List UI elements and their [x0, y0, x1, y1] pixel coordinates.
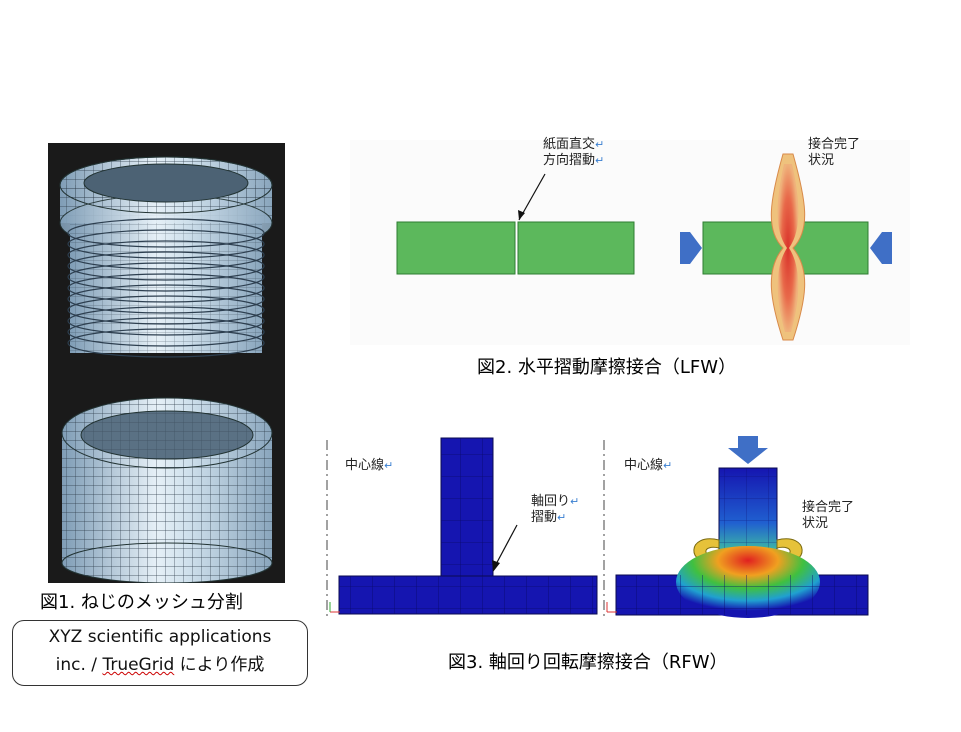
centerline-text-left: 中心線	[345, 458, 385, 473]
lfw-after	[680, 153, 892, 341]
rfw-before	[326, 437, 598, 617]
lfw-drawing	[396, 153, 892, 341]
screw-mesh-image	[48, 143, 285, 583]
lfw-done-line1: 接合完了	[808, 137, 861, 152]
credit-note: XYZ scientific applications inc. / TrueG…	[12, 620, 308, 686]
pointer-arrow	[493, 524, 518, 569]
rfw-after	[603, 436, 869, 618]
return-icon: ↵	[570, 495, 580, 508]
return-icon: ↵	[557, 511, 567, 524]
centerline-text-right: 中心線	[624, 458, 664, 473]
lfw-done-label: 接合完了 状況	[808, 137, 860, 169]
return-icon: ↵	[595, 138, 605, 151]
lfw-motion-line1: 紙面直交	[543, 137, 596, 152]
return-icon: ↵	[663, 459, 673, 472]
credit-prefix: inc. /	[55, 655, 103, 675]
rfw-done-line2: 状況	[802, 516, 829, 531]
figure3-caption: 図3. 軸回り回転摩擦接合（RFW）	[448, 652, 728, 673]
lfw-figure	[350, 140, 910, 345]
rfw-motion-line2: 摺動	[531, 510, 558, 525]
lfw-motion-label: 紙面直交↵ 方向摺動↵	[543, 137, 604, 169]
thread-rings	[67, 218, 265, 358]
lfw-motion-line2: 方向摺動	[543, 153, 596, 168]
figure2-caption: 図2. 水平摺動摩擦接合（LFW）	[477, 357, 737, 378]
push-arrow-down	[728, 436, 768, 464]
lfw-before	[396, 173, 635, 278]
return-icon: ↵	[384, 459, 394, 472]
return-icon: ↵	[595, 154, 605, 167]
nut-cylinder	[61, 397, 273, 583]
rfw-motion-line1: 軸回り	[531, 494, 571, 509]
rfw-centerline-label-left: 中心線↵	[345, 458, 393, 474]
truegrid-brand: TrueGrid	[102, 655, 175, 675]
screw-mesh-drawing	[59, 156, 273, 583]
figure1-caption: 図1. ねじのメッシュ分割	[40, 592, 243, 613]
rfw-centerline-label-right: 中心線↵	[624, 458, 672, 474]
rfw-motion-label: 軸回り↵ 摺動↵	[531, 494, 579, 526]
lfw-done-line2: 状況	[808, 153, 835, 168]
credit-line-1: XYZ scientific applications	[48, 627, 272, 647]
push-arrow-right	[870, 232, 892, 264]
rfw-done-line1: 接合完了	[802, 500, 855, 515]
push-arrow-left	[680, 232, 702, 264]
rfw-figure	[306, 432, 876, 622]
credit-suffix: により作成	[174, 655, 265, 675]
rfw-drawing	[326, 436, 869, 618]
rfw-done-label: 接合完了 状況	[802, 500, 854, 532]
credit-line-2: inc. / TrueGrid により作成	[21, 651, 299, 679]
